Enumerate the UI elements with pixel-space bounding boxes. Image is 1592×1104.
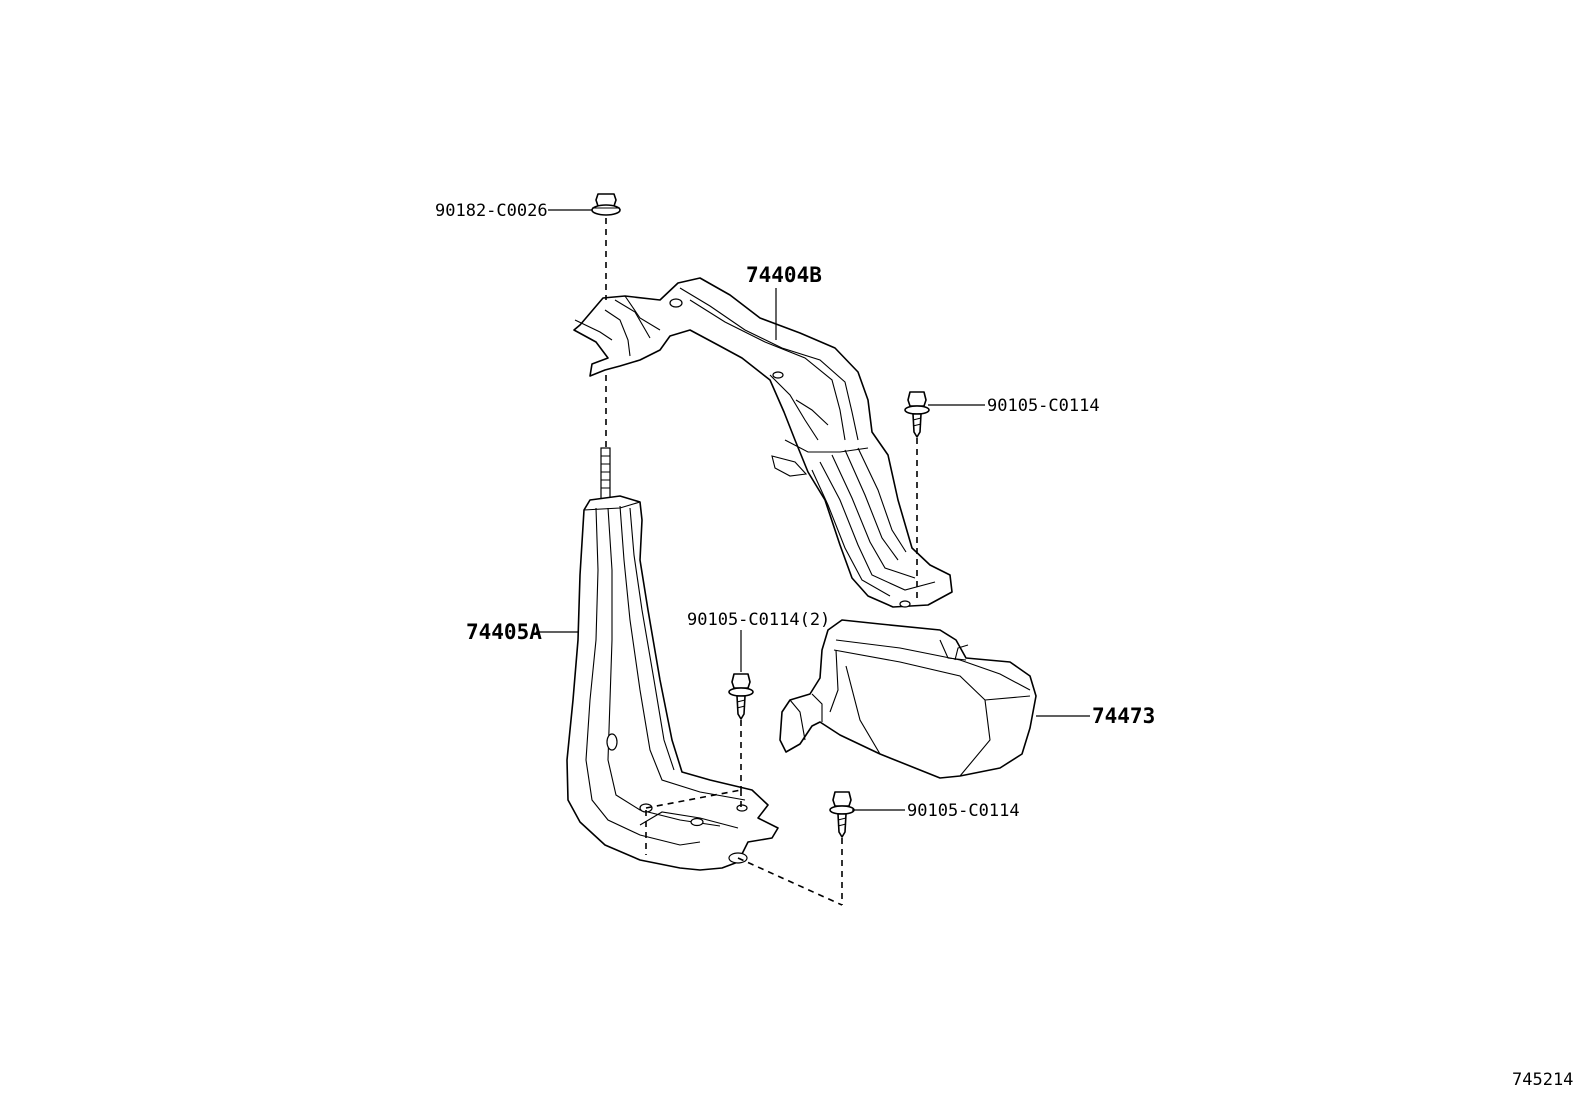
label-cover-74473: 74473 <box>1092 704 1155 728</box>
label-bolt-center-qty: 90105-C0114(2) <box>687 610 830 630</box>
nut-90182-c0026 <box>591 193 621 216</box>
label-bracket-74405a: 74405A <box>466 620 542 644</box>
bracket-74404b <box>573 277 953 608</box>
label-nut-90182-c0026: 90182-C0026 <box>435 201 548 221</box>
diagram-id: 745214 <box>1512 1070 1573 1090</box>
stud-bolt <box>600 447 611 501</box>
bolt-90105-c0114-right <box>904 391 930 438</box>
leader-lines <box>536 209 1090 811</box>
alignment-lines <box>605 218 918 906</box>
bolt-90105-c0114-lower <box>829 791 855 838</box>
cover-74473 <box>779 619 1037 779</box>
label-bolt-right: 90105-C0114 <box>987 396 1100 416</box>
label-bracket-74404b: 74404B <box>746 263 822 287</box>
label-bolt-lower: 90105-C0114 <box>907 801 1020 821</box>
bolt-90105-c0114-center <box>728 673 754 720</box>
